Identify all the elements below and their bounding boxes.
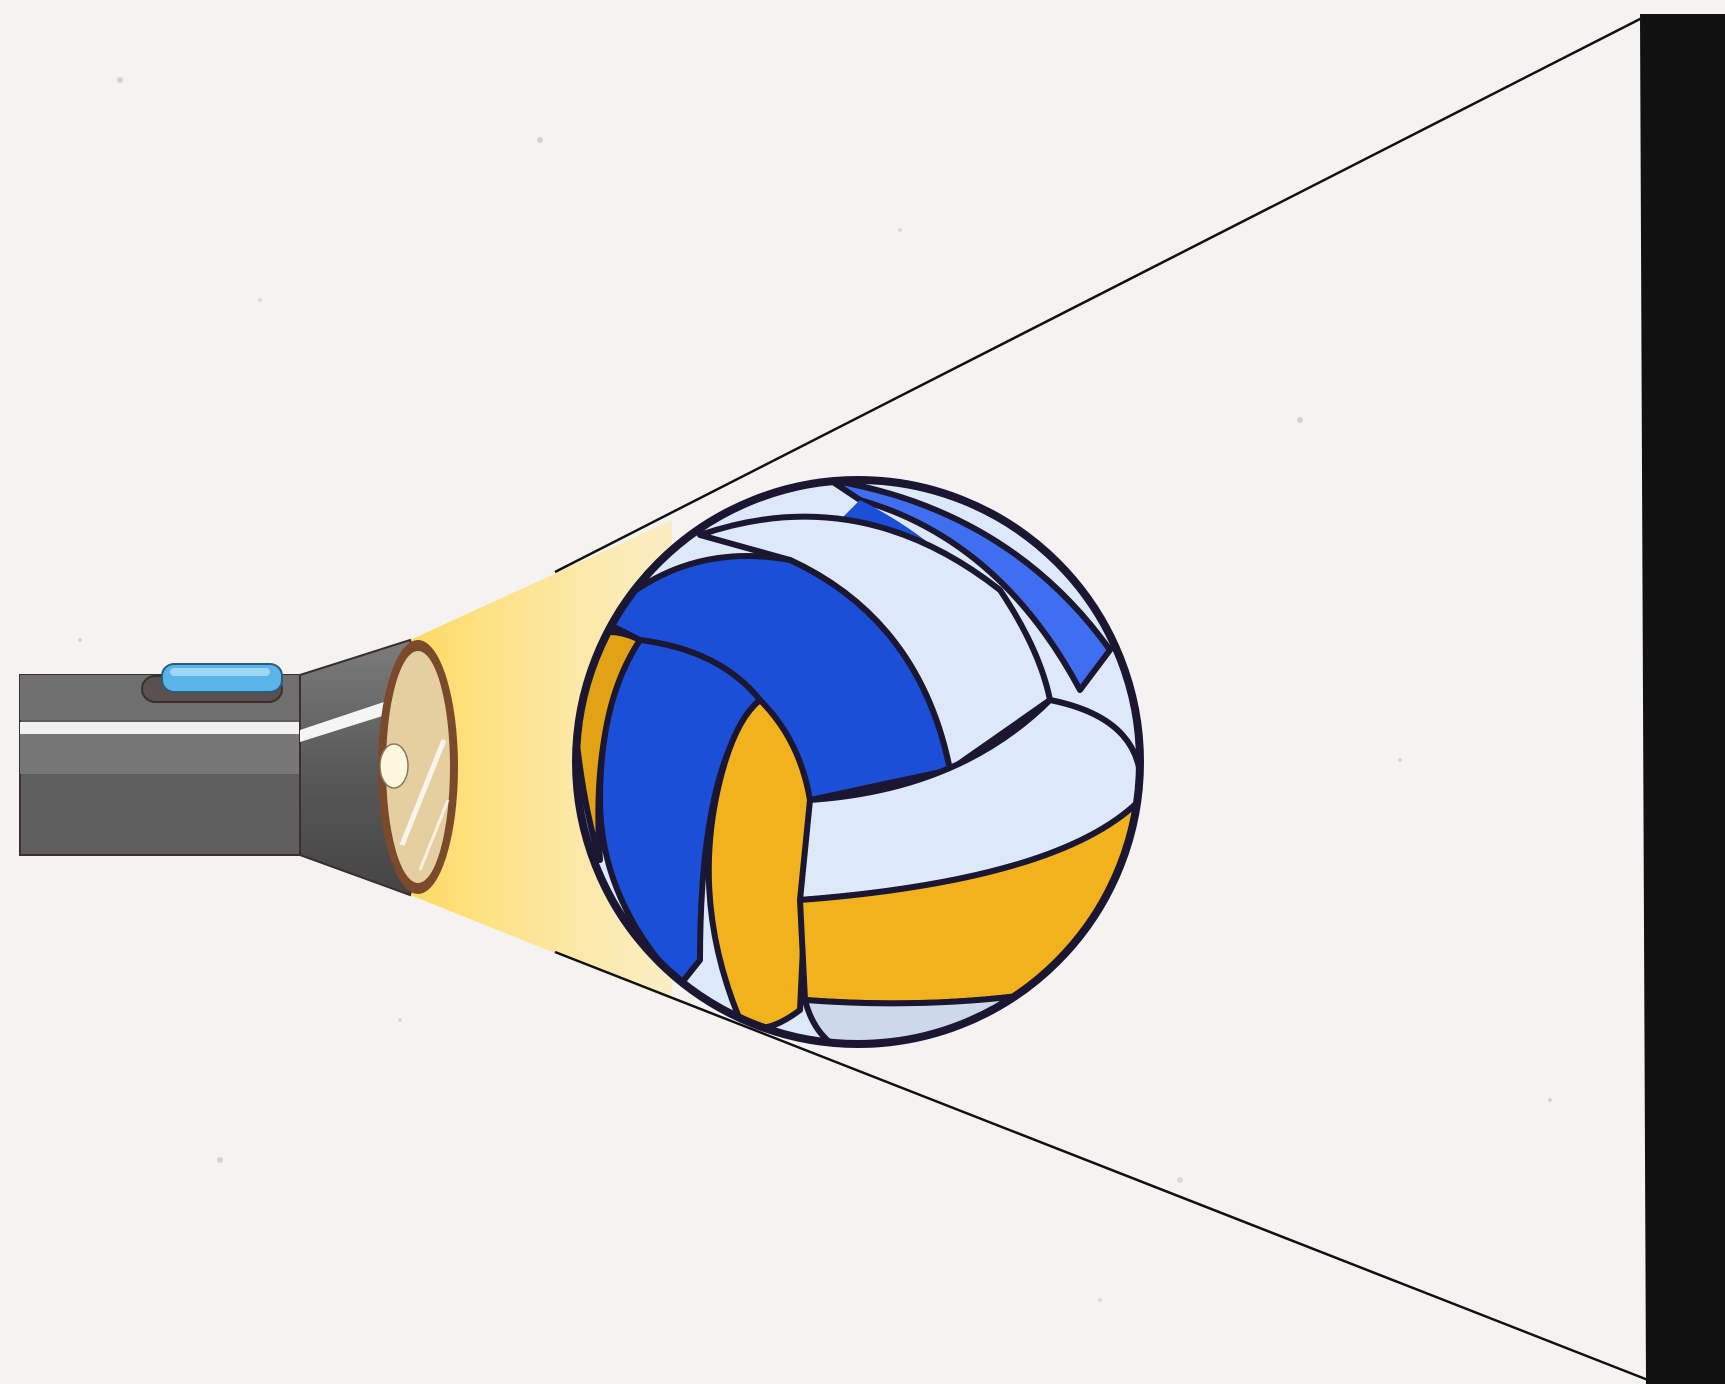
flashlight-lens-icon <box>378 640 458 894</box>
flashlight-button-icon <box>142 664 282 702</box>
upper-ray <box>555 18 1642 572</box>
wall-screen-icon <box>1640 14 1725 1384</box>
lower-ray <box>555 952 1648 1380</box>
flashlight-icon <box>20 640 458 895</box>
